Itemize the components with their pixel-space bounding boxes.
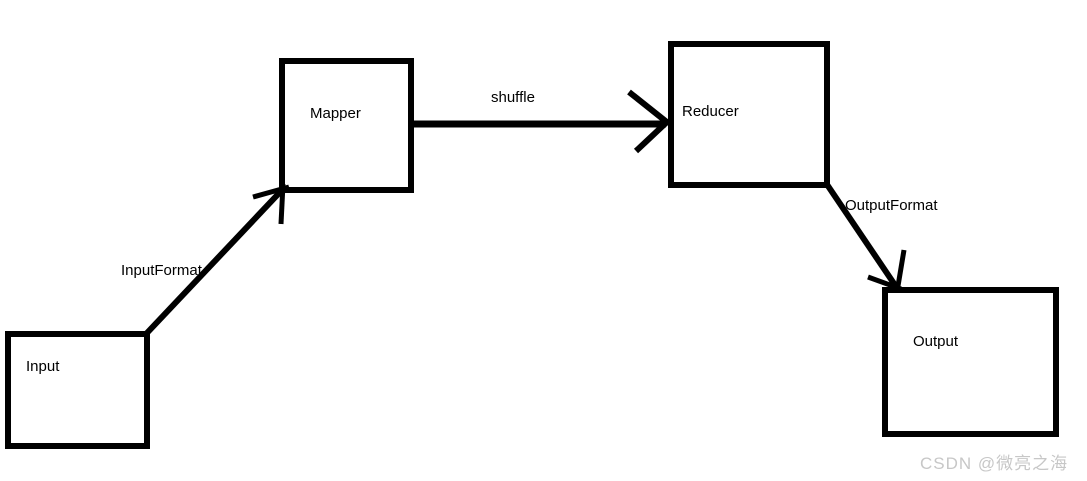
node-mapper: Mapper xyxy=(279,58,414,193)
edge-reducer-to-output-label: OutputFormat xyxy=(845,197,938,214)
node-mapper-label: Mapper xyxy=(310,105,361,122)
edge-input-to-mapper-label: InputFormat xyxy=(121,262,202,279)
edge-mapper-to-reducer-label: shuffle xyxy=(491,89,535,106)
node-reducer-label: Reducer xyxy=(682,103,739,120)
edge-mapper-to-reducer xyxy=(413,89,671,154)
edge-input-to-mapper xyxy=(143,183,290,337)
edge-reducer-to-output-arrowhead-barb1 xyxy=(894,249,907,293)
csdn-watermark: CSDN @微亮之海 xyxy=(920,454,1069,473)
node-output: Output xyxy=(882,287,1059,437)
node-input: Input xyxy=(5,331,150,449)
node-reducer: Reducer xyxy=(668,41,830,188)
node-input-label: Input xyxy=(26,358,60,375)
node-output-label: Output xyxy=(913,333,959,350)
edge-mapper-to-reducer-arrowhead-barb2 xyxy=(633,118,671,154)
edge-mapper-to-reducer-arrowhead-barb1 xyxy=(627,89,670,126)
